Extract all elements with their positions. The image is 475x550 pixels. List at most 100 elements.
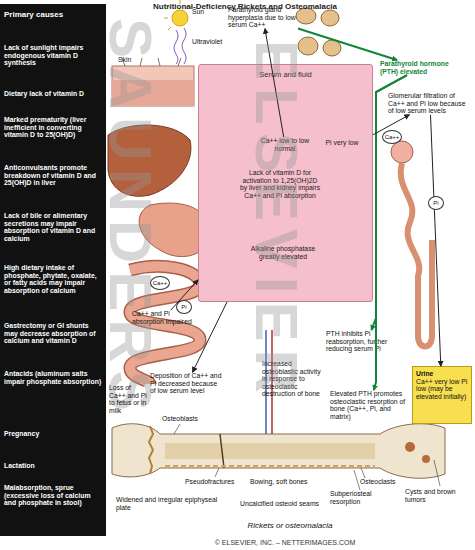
- node-text: Parathyroid hormone (PTH) elevated: [380, 60, 462, 75]
- epiphyseal-plate: [149, 426, 153, 474]
- node-text: Dietary lack of vitamin D: [4, 90, 102, 98]
- uv-wave: [182, 28, 186, 64]
- serum-box: Serum and fluidCa++ low to low normal Pi …: [198, 64, 373, 302]
- node-text: Alkaline phosphatase greatly elevated: [247, 245, 319, 260]
- glomerulus: [391, 141, 413, 163]
- cause-item: Malabsorption, sprue (excessive loss of …: [4, 484, 102, 507]
- cause-item: Lack of bile or alimentary secretions ma…: [4, 212, 102, 243]
- osteoid-seam: [165, 465, 375, 467]
- bone-note: Elevated PTH promotes osteoclastic resor…: [330, 390, 410, 420]
- skin-hair: [122, 58, 181, 66]
- serum-value: Ca++ low to low normal: [257, 137, 313, 152]
- uv-wave: [174, 30, 178, 64]
- kidney-note: PTH inhibits Pi reabsorption, further re…: [326, 330, 408, 353]
- cause-item: Antacids (aluminum salts impair phosphat…: [4, 370, 102, 385]
- part-label: Subperiosteal resorption: [330, 490, 394, 505]
- connector: [298, 29, 397, 61]
- node-text: Elevated PTH promotes osteoclastic resor…: [330, 390, 410, 420]
- kidney-note: Glomerular filtration of Ca++ and Pi low…: [388, 92, 472, 115]
- node-text: Lack of sunlight impairs endogenous vita…: [4, 44, 102, 67]
- part-label: Pseudofractures: [185, 478, 245, 486]
- ion-circle: Pi: [428, 196, 444, 210]
- node-text: Deposition of Ca++ and Pi decreased beca…: [150, 372, 224, 395]
- watermark: ELSEVIER: [246, 40, 306, 401]
- part-label: Bowing, soft bones: [250, 478, 325, 486]
- long-bone: [112, 424, 445, 479]
- serum-note: Lack of vitamin D for activation to 1,25…: [239, 169, 321, 199]
- node-text: PTH inhibits Pi reabsorption, further re…: [326, 330, 408, 353]
- part-label: Uncalcified osteoid seams: [240, 500, 320, 508]
- part-label: Widened and irregular epiphyseal plate: [116, 496, 226, 511]
- node-text: Gastrectomy or GI shunts may decrease ab…: [4, 322, 102, 345]
- node-text: Marked prematurity (liver inefficient in…: [4, 116, 102, 139]
- connector: [171, 280, 198, 310]
- connector: [374, 75, 407, 390]
- node-text: Serum and fluid: [199, 65, 372, 79]
- leader-line: [174, 424, 440, 490]
- skin-dermis: [112, 80, 194, 106]
- cause-item: Lactation: [4, 462, 102, 470]
- cause-item: Pregnancy: [4, 430, 102, 438]
- node-text: Lack of vitamin D for activation to 1,25…: [239, 169, 321, 199]
- note-label: Loss of Ca++ and Pi to fetus or in milk: [109, 384, 149, 414]
- part-label: Osteoclasts: [360, 478, 410, 486]
- sun-ray: [164, 18, 168, 19]
- ion-circle: Ca++: [382, 130, 402, 144]
- bone-note: Increased osteoblastic activity in respo…: [262, 360, 324, 398]
- node-body: Ca++ very low Pi low (may be elevated in…: [416, 378, 468, 401]
- node-text: Glomerular filtration of Ca++ and Pi low…: [388, 92, 472, 115]
- connector: [193, 302, 227, 372]
- connector: [373, 115, 409, 135]
- node-text: Lack of bile or alimentary secretions ma…: [4, 212, 102, 243]
- liver: [108, 125, 191, 196]
- gut-note: Ca++ and Pi absorption impaired: [132, 310, 196, 325]
- node-text: Urine: [416, 370, 468, 378]
- node-text: Increased osteoblastic activity in respo…: [262, 360, 324, 398]
- diagram-title: Nutritional-Deficiency Rickets and Osteo…: [120, 2, 370, 11]
- node-text: Malabsorption, sprue (excessive loss of …: [4, 484, 102, 507]
- node-text: Ca++ low to low normal: [257, 137, 313, 152]
- parathyroid-gland: [321, 10, 339, 26]
- skin-block: [112, 66, 194, 106]
- copyright-note: © ELSEVIER, INC. – NETTERIMAGES.COM: [140, 539, 430, 546]
- part-label: Skin: [118, 56, 148, 64]
- intestine-outline: [130, 266, 200, 384]
- parathyroid-gland: [323, 40, 341, 56]
- hormone-note: Parathyroid hormone (PTH) elevated: [380, 60, 462, 75]
- node-text: High dietary intake of phosphate, phytat…: [4, 264, 102, 295]
- serum-value: Alkaline phosphatase greatly elevated: [247, 245, 319, 260]
- cause-panel: Primary causesLack of sunlight impairs e…: [0, 4, 106, 536]
- sun-ray: [168, 27, 171, 30]
- sun-symbol: [172, 10, 188, 26]
- node-text: Pregnancy: [4, 430, 102, 438]
- node-text: Antacids (aluminum salts impair phosphat…: [4, 370, 102, 385]
- parathyroid-gland: [298, 37, 318, 55]
- node-text: Lactation: [4, 462, 102, 470]
- node-text: Anticonvulsants promote breakdown of vit…: [4, 164, 102, 187]
- cause-item: Anticonvulsants promote breakdown of vit…: [4, 164, 102, 187]
- connector: [431, 115, 441, 366]
- cause-item: High dietary intake of phosphate, phytat…: [4, 264, 102, 295]
- cause-item: Lack of sunlight impairs endogenous vita…: [4, 44, 102, 67]
- cause-item: Marked prematurity (liver inefficient in…: [4, 116, 102, 139]
- watermark: SAUNDERS: [100, 18, 160, 419]
- connector: [371, 75, 407, 330]
- ion-circle: Pi: [176, 300, 192, 314]
- node-text: Ca++ and Pi absorption impaired: [132, 310, 196, 325]
- serum-value: Pi very low: [319, 139, 365, 147]
- bone-note: Deposition of Ca++ and Pi decreased beca…: [150, 372, 224, 395]
- intestine: [130, 266, 200, 384]
- renal-tubule: [401, 163, 432, 347]
- node-text: Primary causes: [4, 11, 102, 20]
- urine-box: UrineCa++ very low Pi low (may be elevat…: [412, 366, 472, 424]
- part-label: Ultraviolet: [192, 38, 242, 46]
- ion-circle: Ca++: [150, 276, 170, 290]
- bone-marrow: [165, 443, 375, 459]
- brown-tumor: [405, 442, 415, 452]
- part-label: Cysts and brown tumors: [405, 488, 467, 503]
- bone-cyst: [422, 455, 430, 463]
